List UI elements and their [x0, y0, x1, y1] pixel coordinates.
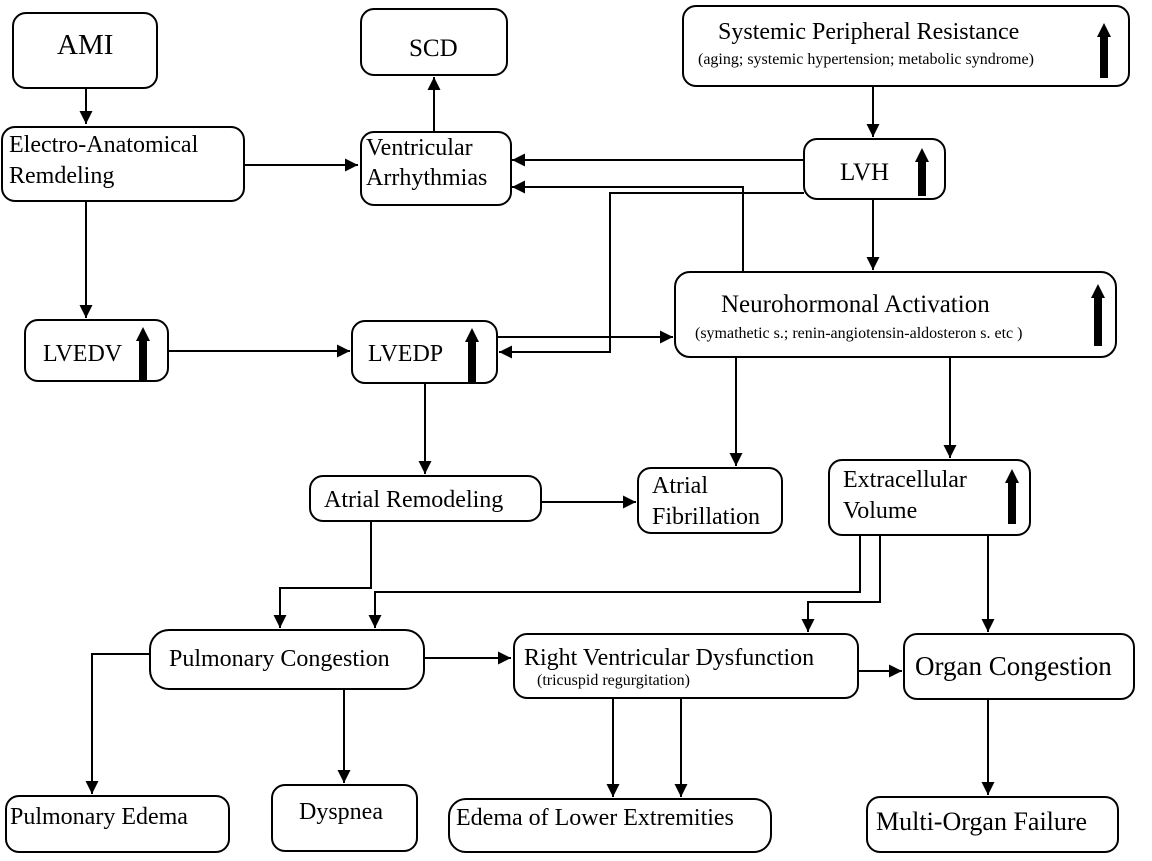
node-edema-lower-label: Edema of Lower Extremities	[456, 805, 734, 831]
node-edema-lower-extremities: Edema of Lower Extremities	[448, 798, 772, 853]
node-atrial-remodeling: Atrial Remodeling	[309, 475, 542, 522]
node-lvh-label: LVH	[840, 159, 890, 186]
node-pulm-cong-label: Pulmonary Congestion	[169, 646, 390, 672]
increase-arrow-icon	[1097, 23, 1111, 78]
node-lvedv-label: LVEDV	[43, 341, 123, 367]
node-pulm-edema-label: Pulmonary Edema	[10, 804, 188, 830]
node-electro-label-line2: Remdeling	[9, 163, 115, 189]
node-af-label-line1: Atrial	[652, 473, 708, 499]
node-organ-congestion: Organ Congestion	[903, 633, 1135, 700]
arrow-ecv-to-pulm-cong	[368, 536, 861, 628]
node-neurohormonal-activation: Neurohormonal Activation (symathetic s.;…	[674, 271, 1117, 358]
arrow-atrial-remodeling-to-pulm-cong	[273, 522, 372, 628]
node-mof-label: Multi-Organ Failure	[876, 807, 1088, 836]
node-lvedp: LVEDP	[351, 320, 498, 384]
node-atrial-remodeling-label: Atrial Remodeling	[324, 487, 504, 513]
node-rvd-label: Right Ventricular Dysfunction	[524, 645, 815, 671]
node-ecv-label-line1: Extracellular	[843, 467, 967, 493]
node-neuro-label: Neurohormonal Activation	[721, 291, 990, 318]
node-extracellular-volume: Extracellular Volume	[828, 459, 1031, 536]
node-lvh: LVH	[803, 138, 946, 200]
increase-arrow-icon	[915, 148, 929, 196]
node-atrial-fibrillation: Atrial Fibrillation	[637, 467, 783, 534]
node-lvedv: LVEDV	[24, 319, 169, 382]
node-pulmonary-congestion: Pulmonary Congestion	[149, 629, 425, 690]
node-dyspnea: Dyspnea	[271, 784, 418, 852]
arrow-lvh-to-lvedp	[499, 192, 804, 359]
arrow-ecv-to-rvd	[801, 536, 881, 632]
node-va-label-line2: Arrhythmias	[366, 165, 488, 191]
node-ventricular-arrhythmias: Ventricular Arrhythmias	[360, 131, 512, 206]
node-right-ventricular-dysfunction: Right Ventricular Dysfunction (tricuspid…	[513, 633, 859, 699]
node-multi-organ-failure: Multi-Organ Failure	[866, 796, 1119, 853]
node-ami-label: AMI	[57, 29, 114, 61]
node-systemic-peripheral-resistance: Systemic Peripheral Resistance (aging; s…	[682, 5, 1130, 87]
node-neuro-sublabel: (symathetic s.; renin-angiotensin-aldost…	[695, 325, 1023, 342]
node-spr-label: Systemic Peripheral Resistance	[718, 19, 1020, 45]
node-af-label-line2: Fibrillation	[652, 504, 760, 530]
increase-arrow-icon	[136, 327, 150, 381]
node-rvd-sublabel: (tricuspid regurgitation)	[537, 672, 690, 689]
node-pulmonary-edema: Pulmonary Edema	[5, 795, 230, 853]
node-spr-sublabel: (aging; systemic hypertension; metabolic…	[698, 51, 1034, 68]
increase-arrow-icon	[1091, 284, 1105, 346]
node-organ-cong-label: Organ Congestion	[915, 651, 1112, 681]
node-ami: AMI	[12, 12, 158, 89]
node-electro-label-line1: Electro-Anatomical	[9, 132, 199, 158]
node-scd: SCD	[360, 8, 508, 76]
arrow-pulm-cong-to-pulm-edema	[85, 653, 150, 794]
node-scd-label: SCD	[409, 35, 458, 62]
node-lvedp-label: LVEDP	[368, 341, 444, 367]
node-va-label-line1: Ventricular	[366, 135, 473, 161]
increase-arrow-icon	[1005, 469, 1019, 524]
node-dyspnea-label: Dyspnea	[299, 799, 383, 825]
node-ecv-label-line2: Volume	[843, 498, 918, 524]
arrow-neuro-to-va	[512, 180, 744, 272]
increase-arrow-icon	[465, 328, 479, 382]
node-electro-anatomical-remodeling: Electro-Anatomical Remdeling	[1, 126, 245, 202]
